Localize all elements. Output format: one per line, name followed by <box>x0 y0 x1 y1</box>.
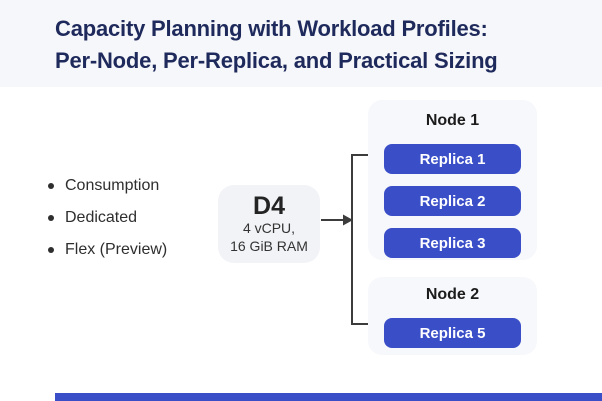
page-title: Capacity Planning with Workload Profiles… <box>55 13 498 77</box>
page-title-line-2: Per-Node, Per-Replica, and Practical Siz… <box>55 48 498 73</box>
workload-profile-item-flex: Flex (Preview) <box>48 240 167 260</box>
node-label: Node 1 <box>425 112 480 129</box>
sku-cpu: 4 vCPU, <box>242 220 296 236</box>
node-label: Node 2 <box>425 286 480 303</box>
workload-profile-item-dedicated: Dedicated <box>48 208 167 228</box>
title-bar: Capacity Planning with Workload Profiles… <box>0 0 602 87</box>
bullet-icon <box>48 215 54 221</box>
workload-profile-label: Flex (Preview) <box>65 241 168 258</box>
page-title-line-1: Capacity Planning with Workload Profiles… <box>55 16 488 41</box>
arrow-head-icon <box>343 214 353 226</box>
workload-profile-label: Dedicated <box>65 209 138 226</box>
sku-box: D4 4 vCPU, 16 GiB RAM <box>218 185 320 263</box>
sku-ram: 16 GiB RAM <box>230 238 308 254</box>
workload-profile-item-consumption: Consumption <box>48 176 167 196</box>
workload-profile-label: Consumption <box>65 177 160 194</box>
bullet-icon <box>48 183 54 189</box>
sku-name: D4 <box>253 192 285 220</box>
replica-chip: Replica 5 <box>384 318 521 348</box>
replica-chip: Replica 1 <box>384 144 521 174</box>
node-group-2: Node 2 Replica 5 <box>368 277 537 355</box>
bracket-line <box>351 154 368 325</box>
replica-chip: Replica 2 <box>384 186 521 216</box>
replica-chip: Replica 3 <box>384 228 521 258</box>
workload-profile-list: Consumption Dedicated Flex (Preview) <box>48 176 167 272</box>
bullet-icon <box>48 247 54 253</box>
bottom-accent-bar <box>55 393 602 401</box>
node-group-1: Node 1 Replica 1 Replica 2 Replica 3 <box>368 100 537 260</box>
